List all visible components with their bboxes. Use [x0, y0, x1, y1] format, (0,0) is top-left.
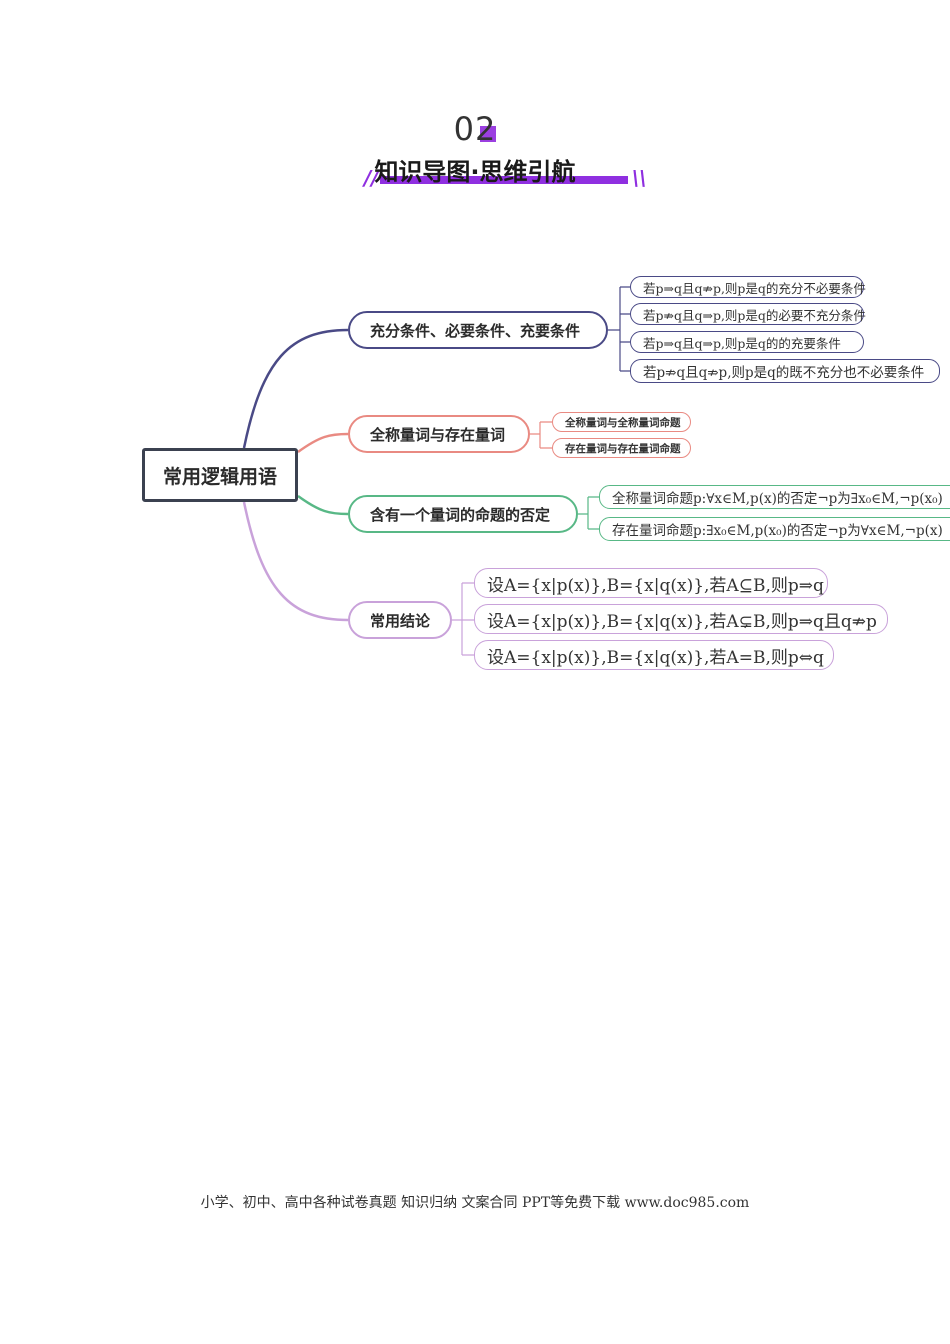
connector-b3-children: [578, 496, 599, 530]
b4-leaf-1: 设A={x|p(x)},B={x|q(x)},若A⊆B,则p⇒q: [474, 568, 828, 598]
header-accent-square: [480, 126, 496, 142]
connector-b1-children: [608, 286, 630, 372]
title-underline-bar: [380, 176, 628, 184]
b3-leaf-2: 存在量词命题p:∃x₀∈M,p(x₀)的否定¬p为∀x∈M,¬p(x): [599, 517, 950, 541]
branch-conclusions: 常用结论: [348, 601, 452, 639]
branch-negation: 含有一个量词的命题的否定: [348, 495, 578, 533]
b1-leaf-2: 若p⇏q且q⇒p,则p是q的必要不充分条件: [630, 303, 866, 325]
b1-leaf-1: 若p⇒q且q⇏p,则p是q的充分不必要条件: [630, 276, 866, 298]
connector-branch-1: [242, 328, 349, 449]
b2-leaf-1: 全称量词与全称量词命题: [552, 412, 691, 432]
right-slash-decoration: \\: [632, 166, 647, 190]
b4-leaf-3: 设A={x|p(x)},B={x|q(x)},若A=B,则p⇔q: [474, 640, 834, 670]
connector-branch-3: [297, 494, 349, 516]
connector-b4-children: [452, 582, 474, 656]
section-title: 知识导图·思维引航: [374, 158, 576, 186]
b3-leaf-1: 全称量词命题p:∀x∈M,p(x)的否定¬p为∃x₀∈M,¬p(x₀): [599, 485, 950, 509]
b1-leaf-4: 若p⇏q且q⇏p,则p是q的既不充分也不必要条件: [630, 359, 940, 383]
b2-leaf-2: 存在量词与存在量词命题: [552, 438, 691, 458]
connector-branch-2: [297, 432, 349, 454]
branch-sufficient-necessary: 充分条件、必要条件、充要条件: [348, 311, 608, 349]
connector-b2-children: [530, 421, 552, 449]
left-slash-decoration: //: [364, 166, 379, 190]
branch-quantifiers: 全称量词与存在量词: [348, 415, 530, 453]
connector-branch-4: [242, 501, 349, 622]
section-number: 02: [453, 110, 497, 148]
root-node: 常用逻辑用语: [142, 448, 298, 502]
b4-leaf-2: 设A={x|p(x)},B={x|q(x)},若A⊊B,则p⇒q且q⇏p: [474, 604, 888, 634]
footer-text: 小学、初中、高中各种试卷真题 知识归纳 文案合同 PPT等免费下载 www.do…: [200, 1195, 750, 1211]
b1-leaf-3: 若p⇒q且q⇒p,则p是q的的充要条件: [630, 331, 864, 353]
